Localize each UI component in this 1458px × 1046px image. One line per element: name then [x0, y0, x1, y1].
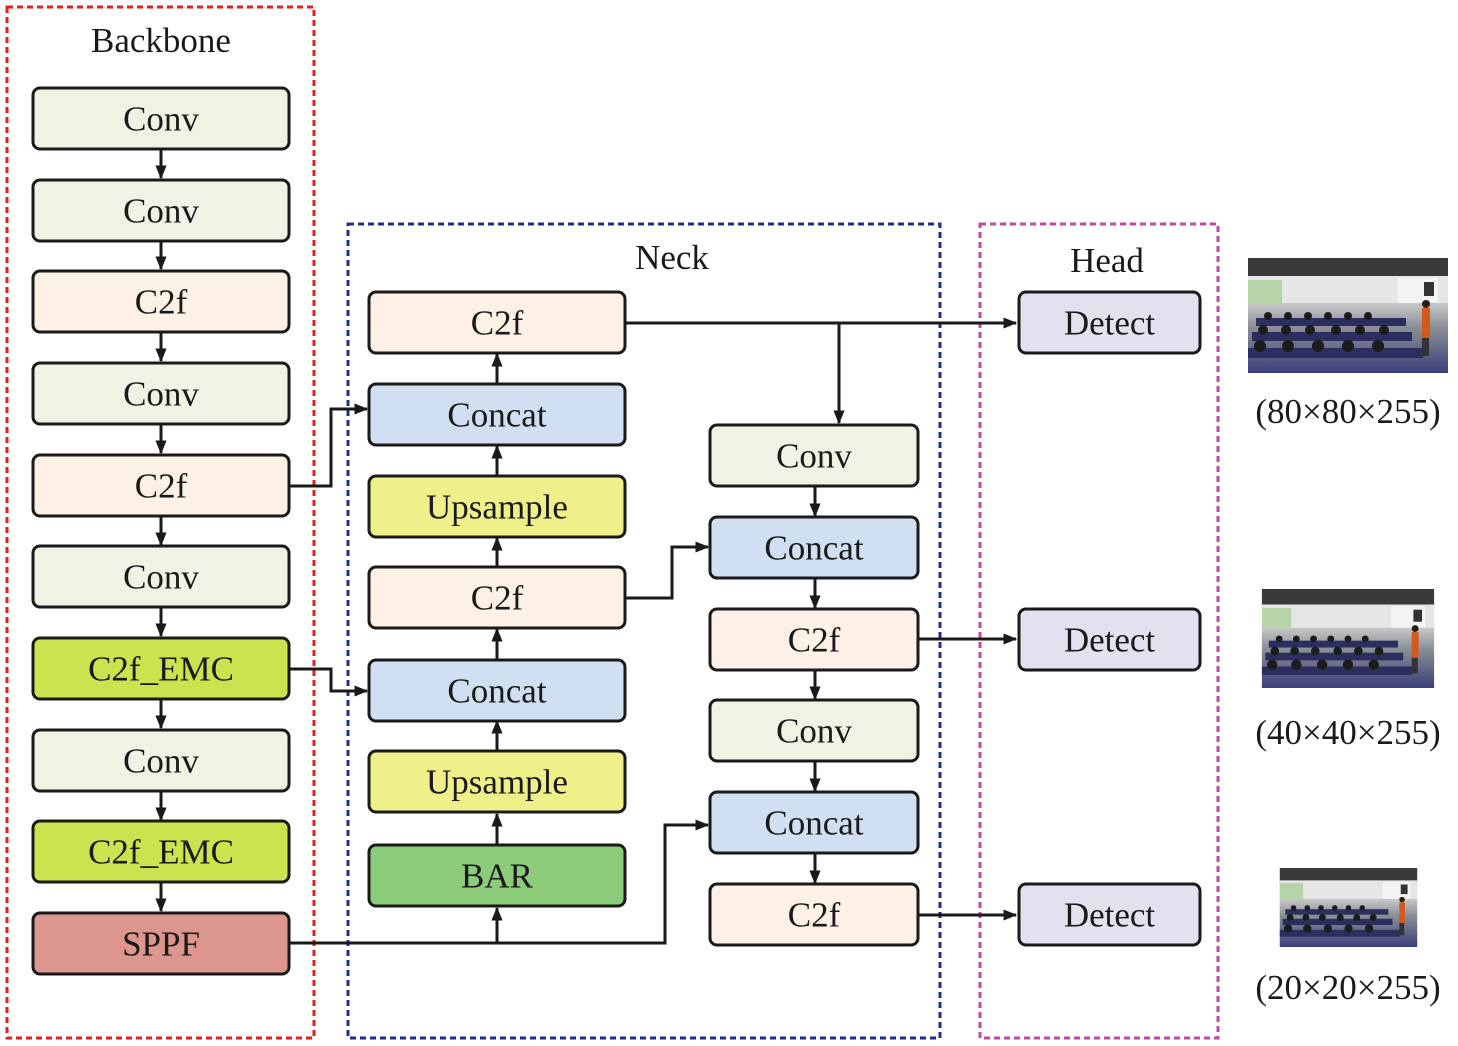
head-group-border [978, 222, 1220, 1040]
backbone-block-9: C2f_EMC [31, 819, 291, 884]
backbone-block-7-label: C2f_EMC [88, 650, 234, 689]
backbone-block-7: C2f_EMC [31, 636, 291, 701]
arrow-c2f-to-concat-right [626, 541, 710, 600]
neck-right-block-4-label: Conv [776, 712, 852, 751]
neck-left-block-5: Concat [367, 658, 627, 723]
backbone-block-3-shape [31, 269, 291, 334]
head-output-80: (80×80×255) [1248, 258, 1448, 431]
backbone-block-1-label: Conv [123, 100, 199, 139]
neck-right-block-2: Concat [708, 515, 920, 580]
neck-left-block-3-shape [367, 474, 627, 539]
backbone-block-1: Conv [31, 86, 291, 151]
detect-block-1: Detect [1017, 290, 1202, 355]
neck-left-block-4-label: C2f [471, 579, 524, 618]
backbone-block-2-label: Conv [123, 192, 199, 231]
neck-right-block-5: Concat [708, 790, 920, 855]
backbone-block-4-shape [31, 361, 291, 426]
neck-left-block-1: C2f [367, 290, 627, 355]
neck-right-block-6-label: C2f [788, 896, 841, 935]
neck-right-block-4-shape [708, 698, 920, 763]
backbone-block-5: C2f [31, 453, 291, 518]
neck-left-block-2-label: Concat [447, 396, 546, 435]
neck-left-block-1-shape [367, 290, 627, 355]
neck-left-block-3: Upsample [367, 474, 627, 539]
neck-left-block-6: Upsample [367, 749, 627, 814]
neck-left-block-4: C2f [367, 565, 627, 630]
neck-right-block-4: Conv [708, 698, 920, 763]
neck-right-block-1: Conv [708, 423, 920, 488]
detect-block-2-shape [1017, 607, 1202, 672]
backbone-block-10-label: SPPF [122, 925, 200, 964]
classroom-photo-icon [1279, 868, 1418, 947]
backbone-block-8: Conv [31, 728, 291, 793]
detect-block-3-label: Detect [1064, 896, 1156, 935]
backbone-block-7-shape [31, 636, 291, 701]
backbone-block-6-shape [31, 544, 291, 609]
head-title: Head [1070, 241, 1144, 280]
output-size-80: (80×80×255) [1255, 392, 1440, 431]
neck-right-block-5-shape [708, 790, 920, 855]
neck-right-block-2-label: Concat [764, 529, 863, 568]
neck-right-block-1-label: Conv [776, 437, 852, 476]
output-size-40: (40×40×255) [1255, 713, 1440, 752]
neck-group-border [346, 222, 942, 1040]
blocks: ConvConvC2fConvC2fConvC2f_EMCConvC2f_EMC… [31, 86, 1202, 976]
neck-left-block-7: BAR [367, 843, 627, 908]
connectors [155, 149, 1018, 945]
neck-right-block-5-label: Concat [764, 804, 863, 843]
neck-right-block-3: C2f [708, 607, 920, 672]
backbone-block-10-shape [31, 911, 291, 976]
neck-right-block-1-shape [708, 423, 920, 488]
classroom-photo-icon [1248, 258, 1448, 373]
backbone-block-10: SPPF [31, 911, 291, 976]
backbone-block-2: Conv [31, 178, 291, 243]
neck-right-block-3-label: C2f [788, 621, 841, 660]
neck-left-block-5-shape [367, 658, 627, 723]
detect-block-2-label: Detect [1064, 621, 1156, 660]
backbone-block-8-label: Conv [123, 742, 199, 781]
neck-right-block-3-shape [708, 607, 920, 672]
output-size-20: (20×20×255) [1255, 968, 1440, 1007]
backbone-block-2-shape [31, 178, 291, 243]
neck-left-block-2-shape [367, 382, 627, 447]
arrow-c2femc-to-concat [290, 667, 369, 697]
backbone-block-3: C2f [31, 269, 291, 334]
classroom-photo-icon [1261, 589, 1435, 688]
neck-left-block-5-label: Concat [447, 672, 546, 711]
arrow-c2f-to-concat-top [290, 403, 369, 488]
neck-left-block-6-label: Upsample [426, 763, 568, 802]
backbone-group-border [5, 5, 316, 1040]
backbone-block-1-shape [31, 86, 291, 151]
backbone-block-9-shape [31, 819, 291, 884]
neck-left-block-6-shape [367, 749, 627, 814]
head-output-40: (40×40×255) [1255, 589, 1441, 752]
detect-block-3: Detect [1017, 882, 1202, 947]
backbone-title: Backbone [91, 21, 231, 60]
neck-right-block-6-shape [708, 882, 920, 947]
detect-block-3-shape [1017, 882, 1202, 947]
detect-block-1-label: Detect [1064, 304, 1156, 343]
backbone-block-9-label: C2f_EMC [88, 833, 234, 872]
backbone-block-8-shape [31, 728, 291, 793]
backbone-block-6-label: Conv [123, 558, 199, 597]
backbone-block-5-shape [31, 453, 291, 518]
neck-left-block-4-shape [367, 565, 627, 630]
backbone-block-4-label: Conv [123, 375, 199, 414]
neck-left-block-1-label: C2f [471, 304, 524, 343]
neck-left-block-7-label: BAR [461, 857, 534, 896]
detect-block-1-shape [1017, 290, 1202, 355]
neck-right-block-2-shape [708, 515, 920, 580]
backbone-block-3-label: C2f [135, 283, 188, 322]
neck-left-block-7-shape [367, 843, 627, 908]
neck-left-block-2: Concat [367, 382, 627, 447]
detect-block-2: Detect [1017, 607, 1202, 672]
head-output-20: (20×20×255) [1255, 868, 1441, 1007]
backbone-block-5-label: C2f [135, 467, 188, 506]
neck-right-block-6: C2f [708, 882, 920, 947]
neck-left-block-3-label: Upsample [426, 488, 568, 527]
neck-title: Neck [635, 238, 709, 277]
backbone-block-4: Conv [31, 361, 291, 426]
backbone-block-6: Conv [31, 544, 291, 609]
